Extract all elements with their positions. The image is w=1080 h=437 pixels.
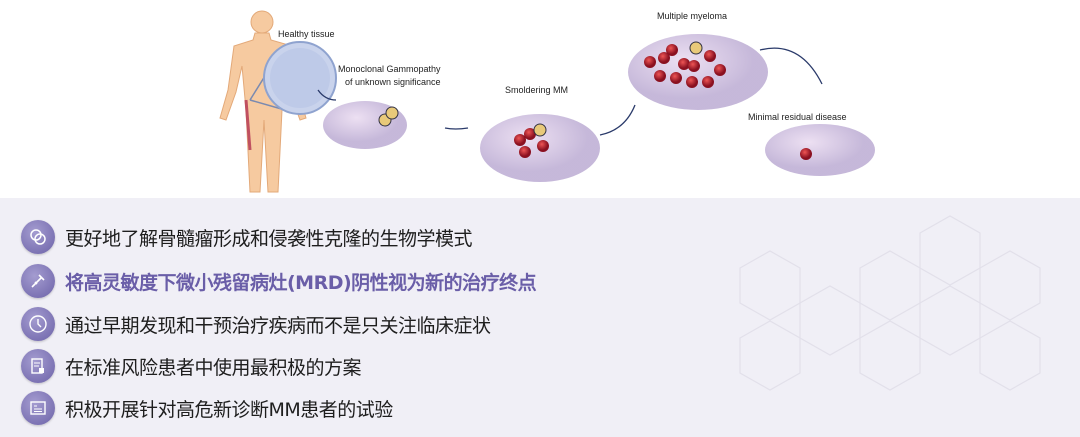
label-minimal-residual-disease: Minimal residual disease xyxy=(748,112,847,122)
bullet-text: 更好地了解骨髓瘤形成和侵袭性克隆的生物学模式 xyxy=(65,227,473,250)
clipboard-icon xyxy=(21,391,55,425)
label-smoldering-mm: Smoldering MM xyxy=(505,85,568,95)
hexagon-background-pattern xyxy=(739,215,1041,391)
bullet-item: 在标准风险患者中使用最积极的方案 xyxy=(21,348,362,384)
label-multiple-myeloma: Multiple myeloma xyxy=(657,11,727,21)
syringe-icon xyxy=(21,264,55,298)
label-mgus-line2: of unknown significance xyxy=(345,77,441,87)
rings-icon xyxy=(21,220,55,254)
document-icon xyxy=(21,349,55,383)
bullet-text: 通过早期发现和干预治疗疾病而不是只关注临床症状 xyxy=(65,314,491,337)
bullet-text: 积极开展针对高危新诊断MM患者的试验 xyxy=(65,398,393,421)
progression-arrows xyxy=(317,47,823,136)
smoldering-mm-cluster xyxy=(480,114,600,182)
label-healthy-tissue: Healthy tissue xyxy=(278,29,335,39)
mgus-cluster xyxy=(323,101,407,149)
bullet-item: 更好地了解骨髓瘤形成和侵袭性克隆的生物学模式 xyxy=(21,219,473,255)
key-points-panel: 更好地了解骨髓瘤形成和侵袭性克隆的生物学模式 将高灵敏度下微小残留病灶(MRD)… xyxy=(0,198,1080,437)
disease-progression-figure: Healthy tissue Monoclonal Gammopathy of … xyxy=(0,0,1080,198)
bullet-text: 将高灵敏度下微小残留病灶(MRD)阴性视为新的治疗终点 xyxy=(65,271,537,294)
bullet-item: 积极开展针对高危新诊断MM患者的试验 xyxy=(21,390,393,426)
bullet-item: 通过早期发现和干预治疗疾病而不是只关注临床症状 xyxy=(21,306,491,342)
multiple-myeloma-cluster xyxy=(628,34,768,110)
label-mgus-line1: Monoclonal Gammopathy xyxy=(338,64,441,74)
mrd-cluster xyxy=(765,124,875,176)
bullet-item-highlighted: 将高灵敏度下微小残留病灶(MRD)阴性视为新的治疗终点 xyxy=(21,263,537,299)
bullet-text: 在标准风险患者中使用最积极的方案 xyxy=(65,356,362,379)
clock-icon xyxy=(21,307,55,341)
